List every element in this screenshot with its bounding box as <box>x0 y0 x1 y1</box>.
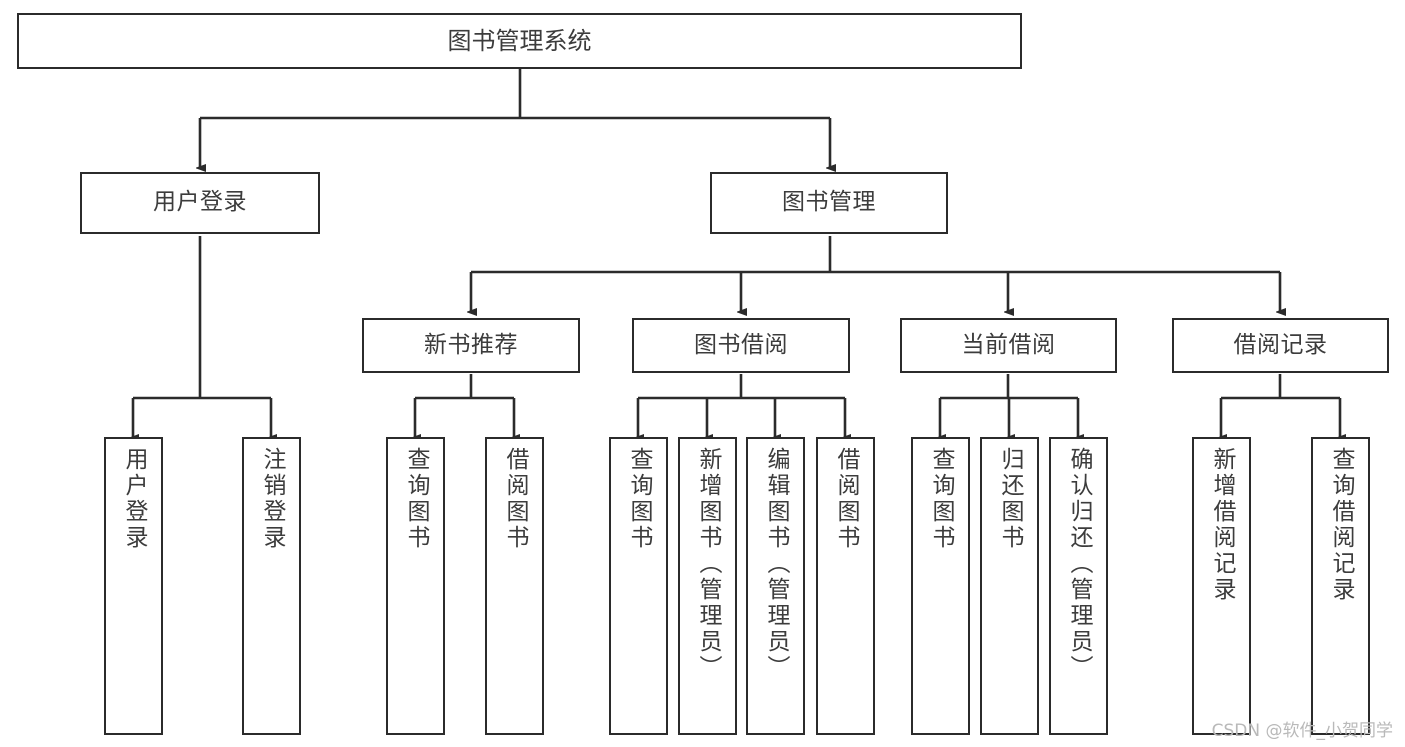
node-leaf-return-book[interactable]: 归还图书 <box>980 437 1039 735</box>
node-user-login[interactable]: 用户登录 <box>80 172 320 234</box>
node-user-login-label: 用户登录 <box>153 189 247 216</box>
node-leaf-logout-label: 注销登录 <box>259 447 285 551</box>
node-root-label: 图书管理系统 <box>447 26 592 55</box>
node-new-book-recommend[interactable]: 新书推荐 <box>362 318 580 373</box>
node-leaf-query-book-1[interactable]: 查询图书 <box>386 437 445 735</box>
node-root[interactable]: 图书管理系统 <box>17 13 1022 69</box>
node-current-borrow-label: 当前借阅 <box>961 331 1056 358</box>
node-leaf-borrow-book-1-label: 借阅图书 <box>502 447 528 551</box>
node-borrow-record[interactable]: 借阅记录 <box>1172 318 1389 373</box>
node-leaf-query-book-2-label: 查询图书 <box>626 447 652 551</box>
node-leaf-user-login-label: 用户登录 <box>121 447 147 551</box>
node-leaf-edit-book[interactable]: 编辑图书（管理员） <box>746 437 805 735</box>
node-leaf-borrow-book-1[interactable]: 借阅图书 <box>485 437 544 735</box>
node-leaf-edit-book-label: 编辑图书（管理员） <box>763 447 789 681</box>
node-leaf-query-book-3[interactable]: 查询图书 <box>911 437 970 735</box>
node-leaf-borrow-book-2-label: 借阅图书 <box>833 447 859 551</box>
node-leaf-query-book-3-label: 查询图书 <box>928 447 954 551</box>
node-book-borrow-label: 图书借阅 <box>694 331 788 358</box>
node-leaf-add-record[interactable]: 新增借阅记录 <box>1192 437 1251 735</box>
node-book-manage-label: 图书管理 <box>782 189 876 216</box>
node-leaf-logout[interactable]: 注销登录 <box>242 437 301 735</box>
node-leaf-query-record-label: 查询借阅记录 <box>1328 447 1354 603</box>
csdn-watermark: CSDN @软件_小贺同学 <box>1211 721 1393 741</box>
node-leaf-query-book-1-label: 查询图书 <box>403 447 429 551</box>
node-leaf-query-record[interactable]: 查询借阅记录 <box>1311 437 1370 735</box>
node-leaf-return-book-label: 归还图书 <box>997 447 1023 551</box>
node-leaf-add-book-label: 新增图书（管理员） <box>695 447 721 681</box>
node-leaf-borrow-book-2[interactable]: 借阅图书 <box>816 437 875 735</box>
node-borrow-record-label: 借阅记录 <box>1233 331 1328 358</box>
node-current-borrow[interactable]: 当前借阅 <box>900 318 1117 373</box>
node-leaf-confirm-return-label: 确认归还（管理员） <box>1066 447 1092 681</box>
node-book-manage[interactable]: 图书管理 <box>710 172 948 234</box>
node-new-book-recommend-label: 新书推荐 <box>424 331 518 358</box>
node-leaf-add-book[interactable]: 新增图书（管理员） <box>678 437 737 735</box>
node-leaf-query-book-2[interactable]: 查询图书 <box>609 437 668 735</box>
node-leaf-user-login[interactable]: 用户登录 <box>104 437 163 735</box>
node-leaf-confirm-return[interactable]: 确认归还（管理员） <box>1049 437 1108 735</box>
node-book-borrow[interactable]: 图书借阅 <box>632 318 850 373</box>
node-leaf-add-record-label: 新增借阅记录 <box>1209 447 1235 603</box>
